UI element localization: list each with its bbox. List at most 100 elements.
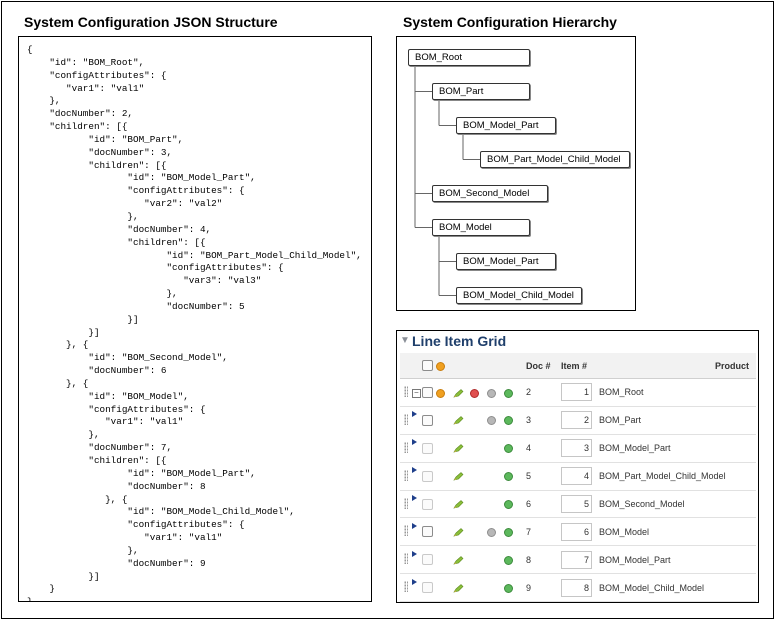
row-checkbox[interactable] xyxy=(422,387,433,398)
json-code-line: }, xyxy=(27,429,100,441)
json-code-line: "id": "BOM_Second_Model", xyxy=(27,352,228,364)
json-code-line: "docNumber": 6 xyxy=(27,365,167,377)
json-code-line: "id": "BOM_Part", xyxy=(27,133,184,145)
edit-icon[interactable] xyxy=(453,472,464,481)
expand-arrow-icon[interactable] xyxy=(412,578,417,585)
add-green-icon[interactable] xyxy=(504,527,513,537)
product-cell: BOM_Model_Part xyxy=(599,434,756,463)
item-number-input[interactable]: 4 xyxy=(561,467,592,486)
json-code-line: "children": [{ xyxy=(27,236,206,248)
column-header-item[interactable]: Item # xyxy=(561,353,599,379)
row-checkbox[interactable] xyxy=(422,582,433,594)
item-number-input[interactable]: 8 xyxy=(561,578,592,597)
item-number-input[interactable]: 3 xyxy=(561,439,592,458)
add-green-icon[interactable] xyxy=(504,583,513,593)
drag-handle-icon[interactable] xyxy=(404,441,408,453)
add-green-icon[interactable] xyxy=(504,416,513,426)
collapse-minus-icon[interactable]: – xyxy=(412,388,421,398)
item-number-input[interactable]: 5 xyxy=(561,495,592,513)
edit-icon[interactable] xyxy=(453,416,464,425)
json-code-line: "docNumber": 3, xyxy=(27,146,173,158)
json-code-block: { "id": "BOM_Root", "configAttributes": … xyxy=(27,44,362,602)
item-number-input[interactable]: 7 xyxy=(561,550,592,569)
expand-arrow-icon[interactable] xyxy=(412,495,417,501)
json-code-line: "id": "BOM_Model_Child_Model", xyxy=(27,506,295,518)
json-code-line: "var1": "val1" xyxy=(27,82,145,94)
item-number-input[interactable]: 1 xyxy=(561,383,592,402)
product-cell: BOM_Root xyxy=(599,378,756,407)
edit-icon[interactable] xyxy=(453,388,464,398)
row-checkbox[interactable] xyxy=(422,554,433,566)
json-code-line: "docNumber": 8 xyxy=(27,480,206,492)
select-all-checkbox[interactable] xyxy=(422,360,433,372)
drag-handle-icon[interactable] xyxy=(404,497,408,509)
expand-arrow-icon[interactable] xyxy=(412,522,417,529)
add-green-icon[interactable] xyxy=(504,444,513,454)
drag-handle-icon[interactable] xyxy=(404,469,408,481)
json-code-line: "id": "BOM_Model_Part", xyxy=(27,172,256,184)
gear-icon[interactable] xyxy=(487,416,496,426)
json-code-line: "id": "BOM_Model_Part", xyxy=(27,467,256,479)
product-cell: BOM_Part_Model_Child_Model xyxy=(599,462,756,491)
json-code-line: }, { xyxy=(27,339,89,351)
item-number-input[interactable]: 2 xyxy=(561,411,592,430)
json-code-line: }] xyxy=(27,313,139,325)
hierarchy-node: BOM_Second_Model xyxy=(432,185,548,202)
json-code-line: } xyxy=(27,596,33,602)
json-code-line: "docNumber": 2, xyxy=(27,108,134,120)
item-number-input[interactable]: 6 xyxy=(561,522,592,541)
expand-arrow-icon[interactable] xyxy=(412,550,417,557)
row-checkbox[interactable] xyxy=(422,414,433,426)
drag-handle-icon[interactable] xyxy=(404,385,408,397)
row-checkbox[interactable] xyxy=(422,470,433,482)
gear-icon[interactable] xyxy=(487,388,496,398)
edit-icon[interactable] xyxy=(453,555,464,565)
drag-handle-icon[interactable] xyxy=(404,413,408,425)
add-orange-icon[interactable] xyxy=(436,388,445,398)
json-code-line: }, { xyxy=(27,493,128,505)
column-header-doc[interactable]: Doc # xyxy=(526,353,561,379)
doc-number-cell: 8 xyxy=(526,545,561,575)
edit-icon[interactable] xyxy=(453,528,464,537)
gear-icon[interactable] xyxy=(487,527,496,537)
expand-arrow-icon[interactable] xyxy=(412,411,417,418)
expand-arrow-icon[interactable] xyxy=(412,467,417,474)
add-green-icon[interactable] xyxy=(504,388,513,398)
json-code-line: "children": [{ xyxy=(27,121,128,133)
row-checkbox[interactable] xyxy=(422,526,433,538)
doc-number-cell: 7 xyxy=(526,517,561,547)
drag-handle-icon[interactable] xyxy=(404,581,408,593)
edit-icon[interactable] xyxy=(453,444,464,453)
drag-handle-icon[interactable] xyxy=(404,525,408,537)
add-green-icon[interactable] xyxy=(504,472,513,482)
add-orange-icon[interactable] xyxy=(436,361,445,371)
drag-handle-icon[interactable] xyxy=(404,553,408,565)
remove-icon[interactable] xyxy=(470,388,479,398)
row-checkbox[interactable] xyxy=(422,498,433,510)
edit-icon[interactable] xyxy=(453,500,464,509)
expand-arrow-icon[interactable] xyxy=(412,439,417,446)
add-green-icon[interactable] xyxy=(504,555,513,565)
row-checkbox[interactable] xyxy=(422,442,433,454)
tree-connector-lines xyxy=(414,66,480,296)
triangle-down-icon[interactable]: ▼ xyxy=(400,335,410,346)
column-header-product[interactable]: Product xyxy=(599,353,756,379)
json-code-line: { xyxy=(27,44,33,55)
edit-icon[interactable] xyxy=(453,583,464,593)
json-code-line: "var1": "val1" xyxy=(27,416,184,428)
add-green-icon[interactable] xyxy=(504,500,513,510)
hierarchy-node: BOM_Part_Model_Child_Model xyxy=(480,151,630,168)
json-code-line: }, xyxy=(27,288,178,300)
json-code-line: "configAttributes": { xyxy=(27,69,167,81)
